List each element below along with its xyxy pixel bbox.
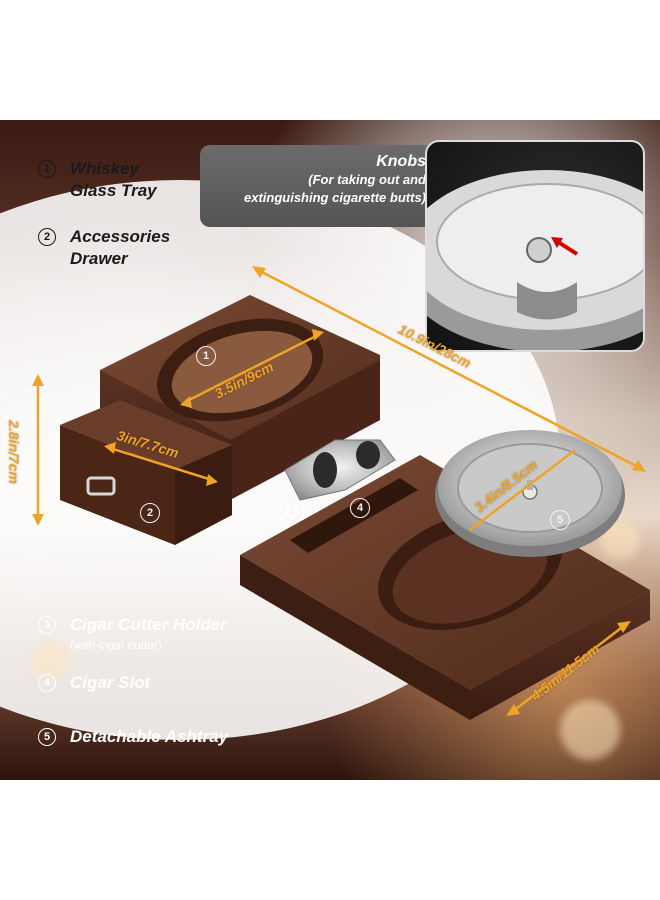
- callout-title: Knobs: [376, 153, 426, 170]
- feature-label: Whiskey Glass Tray: [70, 158, 157, 202]
- feature-label: Cigar Slot: [70, 673, 151, 692]
- marker-5: 5: [550, 510, 570, 530]
- bokeh-light: [30, 640, 70, 680]
- feature-label: Accessories Drawer: [70, 226, 170, 270]
- feature-3: 3 Cigar Cutter Holder (with cigar cutter…: [38, 614, 227, 652]
- feature-1: 1 Whiskey Glass Tray: [38, 158, 157, 202]
- feature-number: 2: [38, 228, 56, 246]
- feature-number: 3: [38, 616, 56, 634]
- feature-label-line2: Glass Tray: [70, 181, 157, 200]
- callout-subtitle-line2: extinguishing cigarette butts): [243, 190, 426, 205]
- bokeh-light: [560, 700, 620, 760]
- height-dimension-label: 2.8in/7cm: [5, 420, 22, 484]
- feature-4: 4 Cigar Slot: [38, 672, 150, 694]
- knobs-callout: Knobs (For taking out and extinguishing …: [200, 145, 440, 227]
- knob-closeup-photo: [425, 140, 645, 352]
- feature-number: 5: [38, 728, 56, 746]
- marker-2: 2: [140, 503, 160, 523]
- feature-label-line2: Drawer: [70, 249, 128, 268]
- feature-label-line1: Whiskey: [70, 159, 139, 178]
- feature-label-line1: Accessories: [70, 227, 171, 246]
- feature-sublabel: (with cigar cutter): [70, 638, 163, 652]
- callout-subtitle-line1: (For taking out and: [308, 172, 426, 187]
- feature-label: Cigar Cutter Holder: [70, 615, 227, 634]
- feature-number: 4: [38, 674, 56, 692]
- feature-label: Detachable Ashtray: [70, 727, 229, 746]
- marker-3: 3: [282, 501, 302, 521]
- marker-4: 4: [350, 498, 370, 518]
- marker-1: 1: [196, 346, 216, 366]
- feature-5: 5 Detachable Ashtray: [38, 726, 228, 748]
- knob-closeup-illustration: [427, 170, 643, 350]
- feature-number: 1: [38, 160, 56, 178]
- feature-2: 2 Accessories Drawer: [38, 226, 170, 270]
